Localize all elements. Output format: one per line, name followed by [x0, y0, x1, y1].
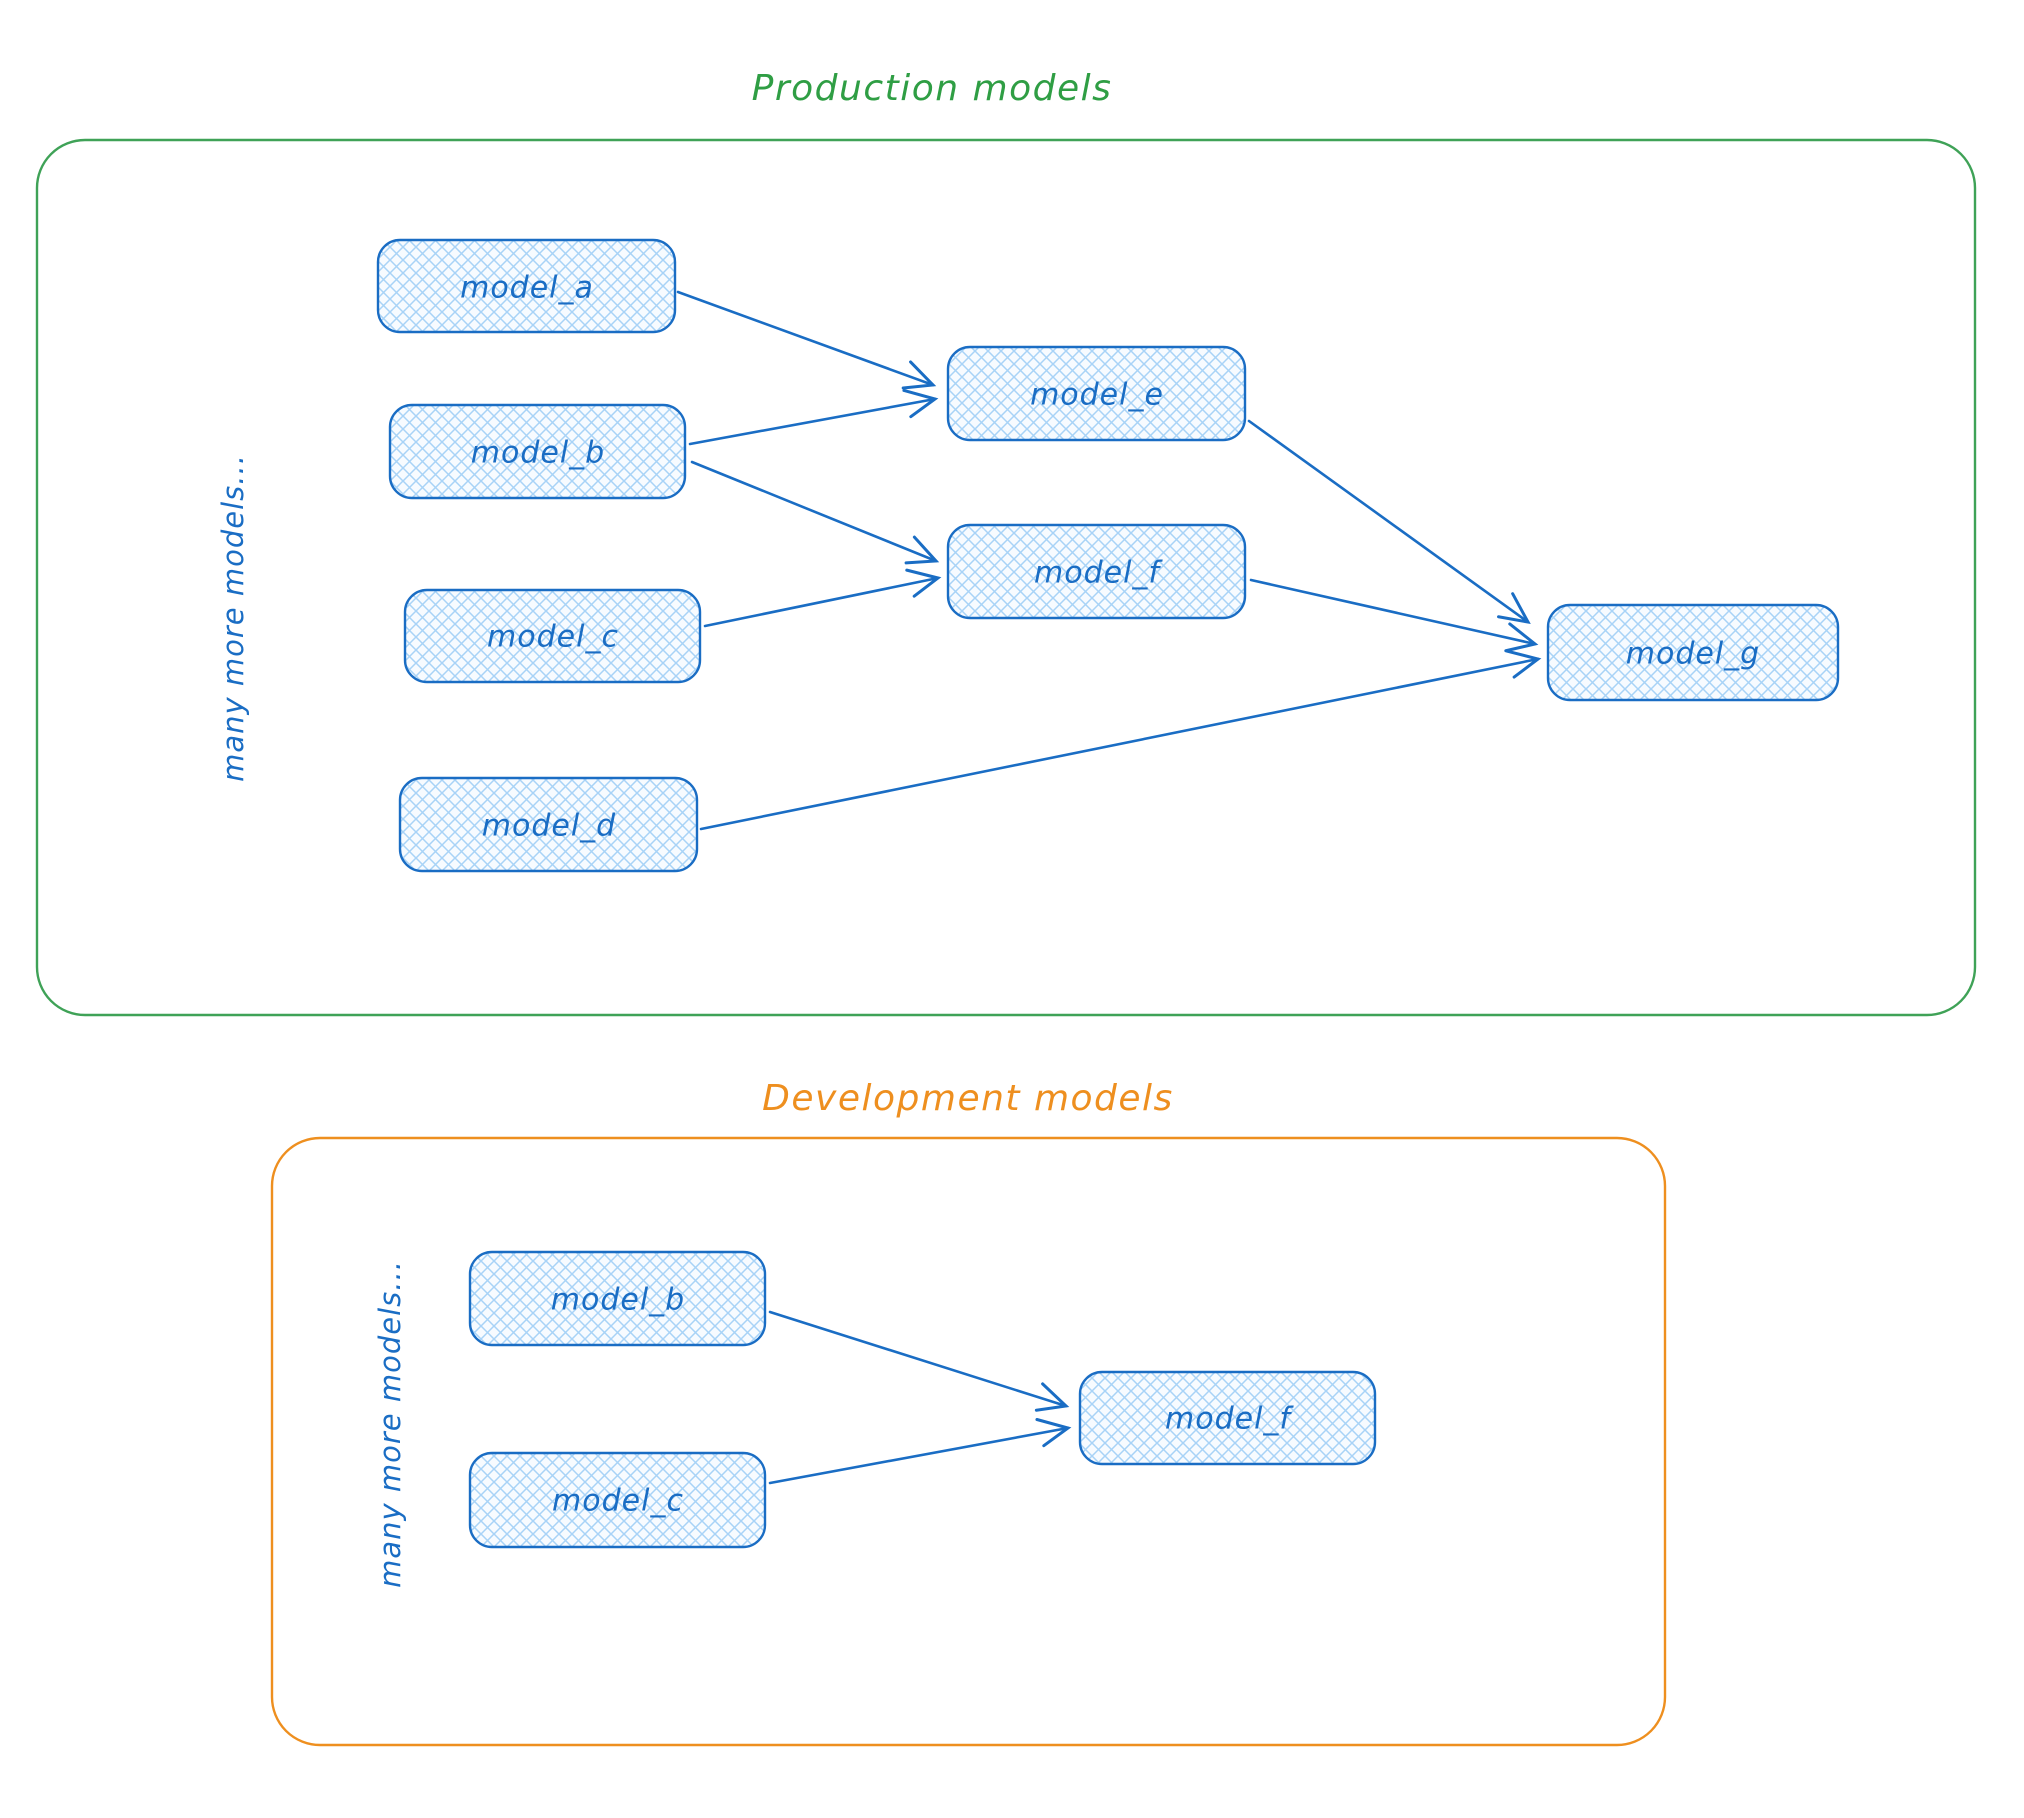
node-model_e-box: [946, 345, 1247, 442]
node-model_e-label: model_e: [1030, 378, 1164, 413]
node-dev-model_f-box: [1078, 1370, 1377, 1466]
edge-model_b-model_e: [688, 388, 939, 446]
node-model_c: model_c: [403, 588, 702, 684]
node-model_f-label: model_f: [1034, 556, 1163, 591]
development-container: [270, 1136, 1667, 1747]
edge-model_a-model_e: [676, 290, 937, 390]
node-model_c-label: model_c: [487, 620, 619, 655]
node-model_e: model_e: [946, 345, 1247, 442]
production-container: [35, 138, 1977, 1017]
node-dev-model_f: model_f: [1078, 1370, 1377, 1466]
node-model_g-label: model_g: [1626, 637, 1760, 672]
node-model_b: model_b: [388, 403, 687, 500]
edge-model_b-model_f: [690, 460, 940, 565]
production-side-note: many more models...: [216, 454, 250, 782]
node-dev-model_b: model_b: [468, 1250, 767, 1347]
node-dev-model_c: model_c: [468, 1451, 767, 1549]
node-model_b-label: model_b: [471, 436, 605, 471]
edge-model_c-model_f: [703, 568, 942, 628]
production-title: Production models: [752, 68, 1113, 109]
edge-model_d-model_g: [699, 649, 1542, 831]
development-edges: [768, 1310, 1072, 1485]
node-model_a-box: [376, 238, 677, 334]
edge-dev-model_b-model_f: [768, 1310, 1070, 1412]
edge-dev-model_c-model_f: [768, 1417, 1072, 1485]
node-dev-model_b-label: model_b: [551, 1283, 685, 1318]
edge-model_f-model_g: [1249, 578, 1539, 653]
node-model_d-label: model_d: [482, 809, 616, 844]
node-dev-model_c-label: model_c: [552, 1484, 684, 1519]
node-model_d: model_d: [398, 776, 699, 873]
node-model_g: model_g: [1546, 603, 1840, 702]
production-edges: [676, 290, 1542, 831]
node-model_g-box: [1546, 603, 1840, 702]
node-model_a-label: model_a: [460, 271, 594, 306]
node-model_c-box: [403, 588, 702, 684]
node-model_f-box: [946, 523, 1247, 620]
development-title: Development models: [762, 1078, 1174, 1119]
development-section: Development models many more models... m…: [270, 1078, 1667, 1747]
node-model_b-box: [388, 403, 687, 500]
node-dev-model_b-box: [468, 1250, 767, 1347]
development-side-note: many more models...: [373, 1260, 407, 1588]
node-model_f: model_f: [946, 523, 1247, 620]
edge-model_e-model_g: [1247, 419, 1531, 625]
node-model_a: model_a: [376, 238, 677, 334]
node-dev-model_f-label: model_f: [1165, 1402, 1294, 1437]
node-model_d-box: [398, 776, 699, 873]
production-section: Production models many more models... mo…: [35, 68, 1977, 1017]
node-dev-model_c-box: [468, 1451, 767, 1549]
